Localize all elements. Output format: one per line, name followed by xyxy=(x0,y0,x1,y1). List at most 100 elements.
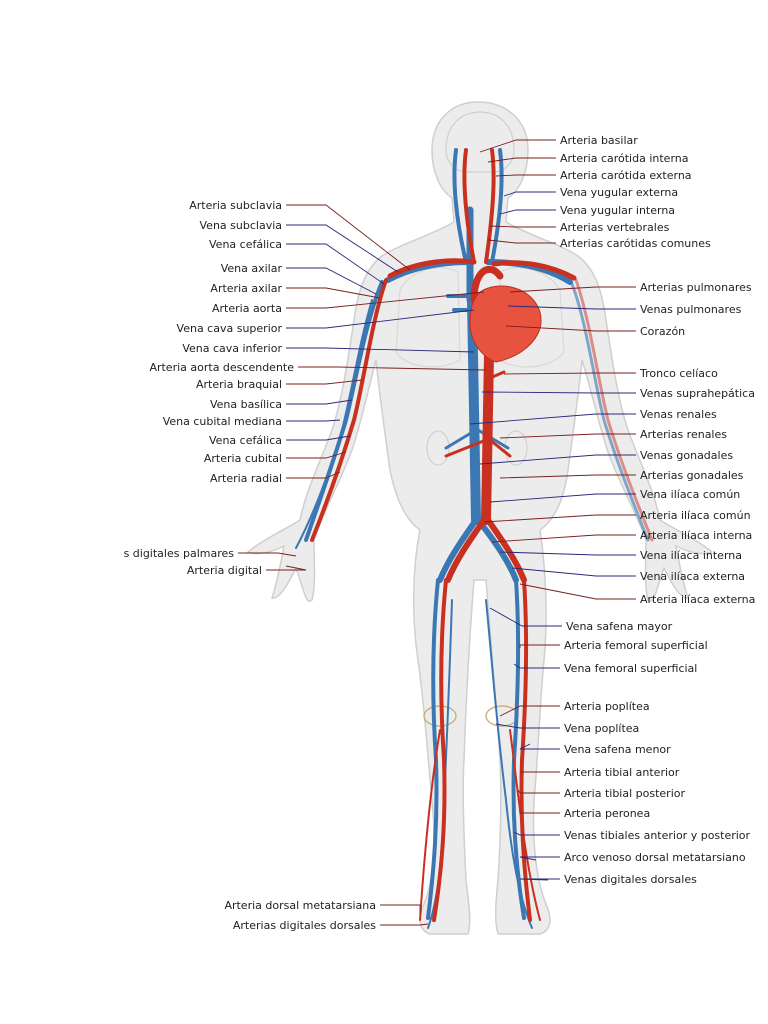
carotid-artery-right xyxy=(484,148,496,264)
left-leader-18 xyxy=(380,923,429,926)
right-label-8: Venas pulmonares xyxy=(640,303,742,316)
left-leader-16 xyxy=(266,565,307,571)
right-label-24: Vena femoral superficial xyxy=(564,662,697,675)
left-label-0: Arteria subclavia xyxy=(189,199,282,212)
left-label-7: Vena cava inferior xyxy=(182,342,282,355)
right-label-18: Arteria ilíaca interna xyxy=(640,529,752,542)
right-leader-3 xyxy=(503,191,556,197)
right-leader-16 xyxy=(489,493,636,503)
right-label-23: Arteria femoral superficial xyxy=(564,639,708,652)
left-label-15: s digitales palmares xyxy=(124,547,235,560)
right-label-31: Venas tibiales anterior y posterior xyxy=(564,829,751,842)
right-leader-18 xyxy=(491,534,636,543)
right-leader-25 xyxy=(499,705,560,717)
right-label-1: Arteria carótida interna xyxy=(560,152,688,165)
right-label-3: Vena yugular externa xyxy=(560,186,678,199)
right-leader-24 xyxy=(513,663,560,669)
carotid-artery-left xyxy=(462,148,476,264)
right-leader-27 xyxy=(519,743,560,750)
left-label-9: Arteria braquial xyxy=(196,378,282,391)
right-leader-7 xyxy=(509,286,636,293)
right-leader-23 xyxy=(519,644,560,648)
left-label-5: Arteria aorta xyxy=(212,302,282,315)
left-label-4: Arteria axilar xyxy=(210,282,282,295)
right-label-26: Vena poplítea xyxy=(564,722,639,735)
left-leader-13 xyxy=(286,451,347,459)
right-label-28: Arteria tibial anterior xyxy=(564,766,680,779)
left-label-12: Vena cefálica xyxy=(209,434,282,447)
celiac-trunk xyxy=(488,370,506,380)
leg-artery-right xyxy=(519,578,532,922)
left-leader-11 xyxy=(286,419,341,422)
right-label-16: Vena ilíaca común xyxy=(640,488,740,501)
tibial-artery-right xyxy=(509,729,541,921)
right-label-25: Arteria poplítea xyxy=(564,700,650,713)
left-leader-3 xyxy=(286,267,377,295)
right-leader-32 xyxy=(519,856,560,861)
right-leader-14 xyxy=(479,454,636,465)
right-label-17: Arteria ilíaca común xyxy=(640,509,751,522)
arm-vein-right xyxy=(570,282,650,542)
right-label-9: Corazón xyxy=(640,325,685,338)
right-leader-33 xyxy=(519,878,560,881)
iliac-artery-left xyxy=(445,517,487,583)
right-leader-4 xyxy=(499,209,556,215)
right-label-0: Arteria basilar xyxy=(560,134,638,147)
left-leader-15 xyxy=(238,552,297,557)
subclavian-artery-right xyxy=(491,260,577,281)
left-leader-17 xyxy=(380,904,421,914)
left-leader-7 xyxy=(286,347,475,353)
left-leader-12 xyxy=(286,435,351,441)
left-label-13: Arteria cubital xyxy=(204,452,282,465)
arm-vein-left-2 xyxy=(295,299,373,549)
arm-vein-left xyxy=(304,280,384,542)
left-label-6: Vena cava superior xyxy=(177,322,283,335)
left-leader-10 xyxy=(286,399,353,405)
right-leader-11 xyxy=(481,391,636,394)
subclavian-artery-left xyxy=(387,258,477,279)
right-leader-1 xyxy=(487,157,556,163)
left-label-18: Arterias digitales dorsales xyxy=(233,919,376,932)
left-label-11: Vena cubital mediana xyxy=(163,415,282,428)
right-label-7: Arterias pulmonares xyxy=(640,281,752,294)
right-leader-17 xyxy=(483,514,636,523)
right-leader-15 xyxy=(499,474,636,479)
right-label-29: Arteria tibial posterior xyxy=(564,787,685,800)
left-leader-14 xyxy=(286,471,341,479)
left-leader-9 xyxy=(286,379,363,385)
right-leader-31 xyxy=(513,831,560,836)
right-label-6: Arterias carótidas comunes xyxy=(560,237,711,250)
left-leader-1 xyxy=(286,224,399,273)
right-label-19: Vena ilíaca interna xyxy=(640,549,742,562)
kidney-left xyxy=(426,430,450,466)
right-leader-6 xyxy=(487,239,556,244)
right-label-13: Arterias renales xyxy=(640,428,727,441)
right-leader-8 xyxy=(507,305,636,310)
iliac-vein-left xyxy=(437,517,479,583)
left-label-3: Vena axilar xyxy=(221,262,283,275)
right-leader-22 xyxy=(489,607,562,627)
right-leader-26 xyxy=(495,723,560,729)
right-label-2: Arteria carótida externa xyxy=(560,169,692,182)
right-leader-10 xyxy=(503,372,636,375)
left-leader-8 xyxy=(298,366,487,371)
left-label-16: Arteria digital xyxy=(187,564,262,577)
left-label-10: Vena basílica xyxy=(210,398,282,411)
right-leader-5 xyxy=(489,225,556,228)
right-label-21: Arteria ilíaca externa xyxy=(640,593,755,606)
left-leader-5 xyxy=(286,291,485,309)
right-label-4: Vena yugular interna xyxy=(560,204,675,217)
aortic-arch xyxy=(470,265,504,304)
right-leader-30 xyxy=(519,810,560,814)
left-label-17: Arteria dorsal metatarsiana xyxy=(224,899,376,912)
right-label-33: Venas digitales dorsales xyxy=(564,873,697,886)
lungs-outline xyxy=(395,267,565,368)
right-label-30: Arteria peronea xyxy=(564,807,650,820)
right-label-22: Vena safena mayor xyxy=(566,620,673,633)
right-label-15: Arterias gonadales xyxy=(640,469,744,482)
left-label-14: Arteria radial xyxy=(210,472,282,485)
right-leader-20 xyxy=(511,567,636,577)
right-leader-13 xyxy=(499,433,636,439)
